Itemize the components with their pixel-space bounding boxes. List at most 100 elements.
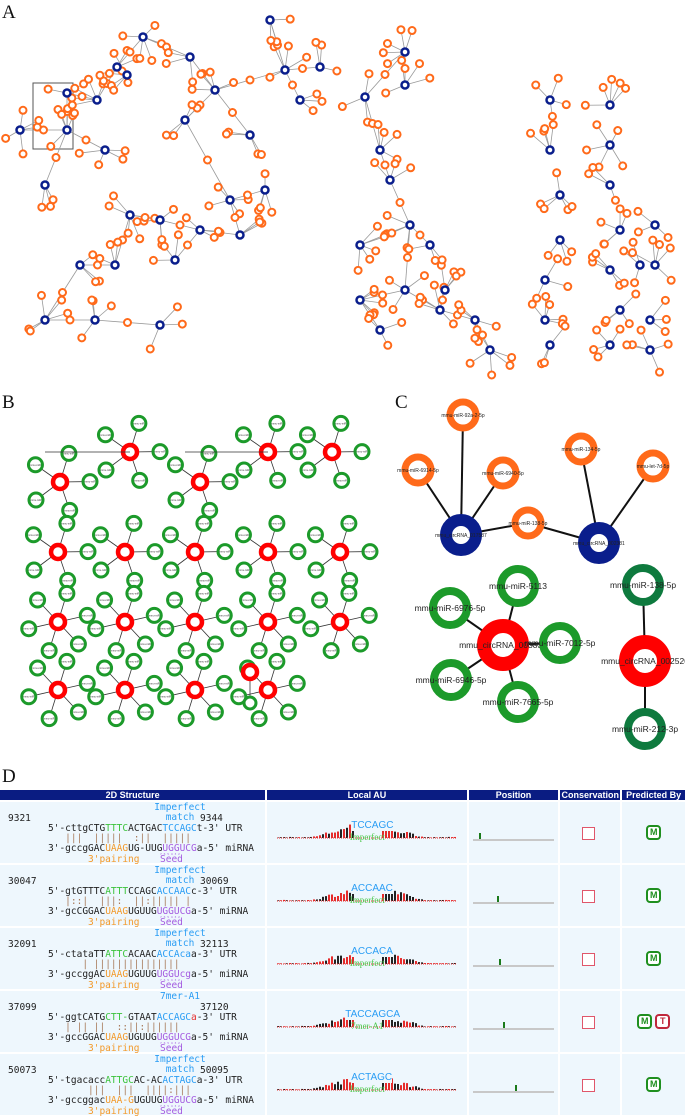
mirna-node [89, 251, 96, 258]
predicted-by-badge[interactable]: M [637, 1014, 652, 1029]
node-label: mmu_circRNA_002520 [601, 656, 685, 666]
mirna-node [431, 282, 438, 289]
mirna-node [174, 303, 181, 310]
mirna-node [163, 60, 170, 67]
mirna-node [608, 76, 615, 83]
mirna-node [656, 241, 663, 248]
mirna-node [471, 335, 478, 342]
mirna-node [541, 205, 548, 212]
mirna-label: mmu-miR [238, 434, 249, 437]
circrna-node [402, 287, 409, 294]
mirna-label: mmu-miR [28, 534, 39, 537]
mirna-label: mmu-miR [170, 464, 181, 467]
pairing-label: 3'pairing [88, 1107, 139, 1117]
circrna-node [442, 287, 449, 294]
mirna-label: mmu-miR [101, 469, 112, 472]
conservation-checkbox[interactable] [582, 827, 595, 840]
circrna-node [53, 475, 67, 489]
pairing-label: 3'pairing [88, 855, 139, 865]
node-label: mmu_circRNA_002381 [573, 541, 625, 547]
mirna-label: mmu-miR [63, 452, 74, 455]
seq-segment: UGUUG [128, 906, 157, 917]
mirna-node [555, 75, 562, 82]
mirna-node [204, 157, 211, 164]
mirna-node [232, 214, 239, 221]
predicted-by-badge[interactable]: M [646, 951, 661, 966]
circrna-node [297, 97, 304, 104]
mirna-node [313, 90, 320, 97]
mirna-node [71, 110, 78, 117]
mirna-node [662, 328, 669, 335]
conservation-checkbox[interactable] [582, 890, 595, 903]
predicted-by-cell: M [622, 928, 685, 989]
conservation-checkbox[interactable] [582, 1016, 595, 1029]
header-conservation: Conservation [560, 790, 620, 800]
mirna-node [398, 57, 405, 64]
mirna-node [600, 84, 607, 91]
circrna-node [237, 232, 244, 239]
mirna-label: mmu-miR [129, 579, 140, 582]
circrna-node [402, 49, 409, 56]
mirna-node [76, 150, 83, 157]
local-au-cell: TCCAGC Imperfect [267, 802, 466, 863]
position-cell [469, 865, 559, 926]
mirna-label: mmu-miR [169, 667, 180, 670]
mirna-node [124, 319, 131, 326]
mirna-label: mmu-miR [364, 614, 375, 617]
mirna-label: mmu-miR [271, 422, 282, 425]
node-label: mmu-miR-6946-5p [416, 675, 487, 685]
mirna-node [381, 233, 388, 240]
circrna-node [124, 72, 131, 79]
mirna-node [426, 75, 433, 82]
table-row: Imperfect match 30047 30069 5'-gtGTTTCAT… [0, 865, 685, 926]
match-type-label: 7mer-A1 [140, 992, 220, 1002]
conservation-cell [560, 928, 620, 989]
mirna-node [50, 196, 57, 203]
mirna-label: mmu-miR [272, 479, 283, 482]
position-marker [499, 959, 501, 965]
mirna-node [635, 228, 642, 235]
predicted-by-badge[interactable]: M [646, 1077, 661, 1092]
seq-segment: UGUUG [134, 1095, 163, 1106]
circrna-node [607, 182, 614, 189]
mirna-node [67, 317, 74, 324]
circrna-node [197, 227, 204, 234]
mirna-node [601, 241, 608, 248]
mirna-label: mmu-miR [233, 696, 244, 699]
table-row: 7mer-A1 37099 37120 5'-ggtCATGCTT-GTAATA… [0, 991, 685, 1052]
circrna-node [247, 132, 254, 139]
mirna-node [532, 82, 539, 89]
local-au-cell: TACCAGCA 7mer-A1 [267, 991, 466, 1052]
mirna-node [312, 39, 319, 46]
table-row: Imperfect match 9321 9344 5'-cttgCTGTTTC… [0, 802, 685, 863]
circrna-node [647, 317, 654, 324]
mirna-node [407, 164, 414, 171]
mirna-label: mmu-miR [239, 469, 250, 472]
mirna-node [665, 341, 672, 348]
conservation-checkbox[interactable] [582, 953, 595, 966]
mirna-node [371, 159, 378, 166]
mirna-node [365, 315, 372, 322]
mirna-label: mmu-miR [82, 682, 93, 685]
mirna-node [386, 277, 393, 284]
mirna-label: mmu-miR [357, 451, 368, 454]
mirna-node [667, 245, 674, 252]
mirna-node [310, 107, 317, 114]
conservation-checkbox[interactable] [582, 1079, 595, 1092]
mirna-node [114, 239, 121, 246]
predicted-by-badge[interactable]: M [646, 888, 661, 903]
mirna-node [230, 79, 237, 86]
mirna-label: mmu-miR [90, 696, 101, 699]
mirna-label: mmu-miR [165, 534, 176, 537]
predicted-by-badge[interactable]: T [655, 1014, 670, 1029]
structure-cell: Imperfect match 50073 50095 5'-tgacaccAT… [0, 1054, 265, 1115]
table-header: 2D Structure Local AU Position Conservat… [0, 790, 685, 800]
predicted-by-badge[interactable]: M [646, 825, 661, 840]
mirna-node [634, 208, 641, 215]
mirna-label: mmu-miR [95, 534, 106, 537]
circrna-node [42, 182, 49, 189]
mirna-node [285, 43, 292, 50]
mirna-node [582, 102, 589, 109]
mirna-node [127, 49, 134, 56]
circrna-node [557, 237, 564, 244]
